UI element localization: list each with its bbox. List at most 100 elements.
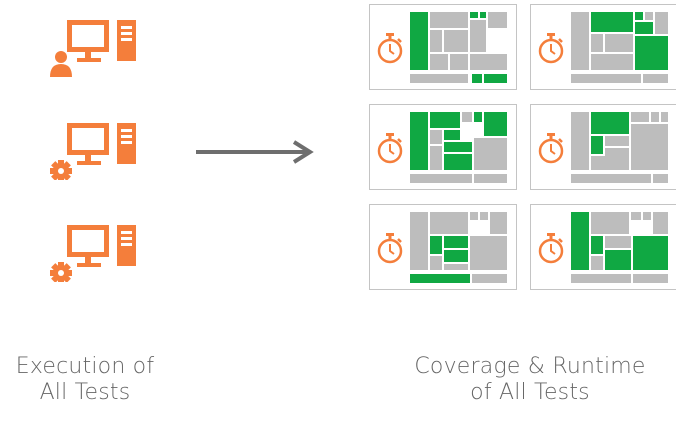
- uncovered-tile: [651, 112, 659, 122]
- uncovered-tile: [410, 212, 428, 270]
- left-caption-line2: All Tests: [39, 380, 131, 405]
- uncovered-tile: [633, 274, 668, 283]
- right-caption-line1: Coverage & Runtime: [414, 354, 646, 379]
- covered-tile: [472, 74, 482, 83]
- uncovered-tile: [430, 30, 442, 52]
- uncovered-tile: [645, 12, 653, 20]
- uncovered-tile: [571, 12, 589, 70]
- covered-tile: [444, 130, 460, 140]
- uncovered-tile: [605, 34, 633, 52]
- stopwatch-icon: [538, 233, 564, 264]
- uncovered-tile: [591, 54, 633, 70]
- uncovered-tile: [430, 12, 468, 28]
- covered-tile: [591, 112, 629, 134]
- computer-automated-icon-2: [47, 222, 142, 282]
- uncovered-tile: [591, 156, 629, 170]
- uncovered-tile: [643, 212, 651, 220]
- uncovered-tile: [430, 256, 442, 270]
- covered-tile: [444, 142, 472, 152]
- uncovered-tile: [470, 20, 486, 52]
- covered-tile: [474, 112, 482, 122]
- uncovered-tile: [430, 54, 448, 70]
- covered-tile: [444, 154, 472, 170]
- covered-tile: [484, 74, 507, 83]
- coverage-treemap: [571, 112, 668, 183]
- covered-tile: [591, 136, 603, 154]
- uncovered-tile: [643, 74, 668, 83]
- right-caption-line2: of All Tests: [470, 380, 590, 405]
- coverage-card-6: [530, 204, 676, 290]
- uncovered-tile: [653, 174, 668, 183]
- covered-tile: [591, 12, 633, 32]
- arrow-right-icon: [196, 140, 316, 164]
- uncovered-tile: [430, 146, 442, 170]
- stopwatch-icon: [377, 133, 403, 164]
- uncovered-tile: [631, 112, 649, 122]
- uncovered-tile: [470, 54, 507, 70]
- covered-tile: [410, 12, 428, 70]
- left-caption-line1: Execution of: [15, 354, 155, 379]
- uncovered-tile: [631, 212, 641, 220]
- covered-tile: [430, 236, 442, 254]
- coverage-card-4: [530, 104, 676, 190]
- coverage-treemap: [410, 12, 507, 83]
- uncovered-tile: [661, 112, 668, 122]
- uncovered-tile: [444, 264, 468, 270]
- uncovered-tile: [571, 174, 651, 183]
- uncovered-tile: [472, 274, 507, 283]
- covered-tile: [480, 12, 486, 18]
- uncovered-tile: [571, 274, 631, 283]
- stopwatch-icon: [377, 233, 403, 264]
- uncovered-tile: [470, 212, 478, 220]
- coverage-card-5: [369, 204, 517, 290]
- covered-tile: [571, 212, 589, 270]
- uncovered-tile: [605, 136, 629, 146]
- uncovered-tile: [591, 34, 603, 52]
- covered-tile: [633, 236, 668, 270]
- uncovered-tile: [430, 212, 468, 234]
- computer-user-icon: [47, 17, 142, 77]
- uncovered-tile: [591, 256, 603, 270]
- uncovered-tile: [410, 174, 472, 183]
- stopwatch-icon: [538, 33, 564, 64]
- covered-tile: [605, 250, 631, 270]
- covered-tile: [410, 274, 470, 283]
- stopwatch-icon: [538, 133, 564, 164]
- uncovered-tile: [605, 148, 629, 156]
- uncovered-tile: [631, 124, 668, 170]
- coverage-treemap: [571, 212, 668, 283]
- covered-tile: [444, 236, 468, 248]
- covered-tile: [635, 22, 653, 34]
- uncovered-tile: [571, 112, 589, 170]
- covered-tile: [410, 112, 428, 170]
- covered-tile: [591, 236, 603, 254]
- left-caption: Execution of All Tests: [0, 354, 170, 406]
- uncovered-tile: [591, 212, 629, 234]
- uncovered-tile: [474, 174, 507, 183]
- coverage-treemap: [571, 12, 668, 83]
- uncovered-tile: [470, 236, 507, 270]
- uncovered-tile: [571, 74, 641, 83]
- covered-tile: [635, 12, 643, 20]
- uncovered-tile: [488, 12, 507, 28]
- uncovered-tile: [490, 212, 507, 234]
- uncovered-tile: [410, 74, 468, 83]
- coverage-card-3: [369, 104, 517, 190]
- uncovered-tile: [430, 130, 442, 144]
- coverage-treemap: [410, 212, 507, 283]
- uncovered-tile: [462, 112, 472, 122]
- uncovered-tile: [444, 30, 468, 52]
- uncovered-tile: [474, 138, 507, 170]
- computer-automated-icon-1: [47, 120, 142, 180]
- stopwatch-icon: [377, 33, 403, 64]
- uncovered-tile: [605, 236, 631, 248]
- coverage-card-2: [530, 4, 676, 90]
- right-caption: Coverage & Runtime of All Tests: [385, 354, 675, 406]
- coverage-card-1: [369, 4, 517, 90]
- coverage-treemap: [410, 112, 507, 183]
- covered-tile: [470, 12, 478, 18]
- covered-tile: [444, 250, 468, 262]
- uncovered-tile: [653, 212, 668, 234]
- uncovered-tile: [655, 12, 668, 34]
- covered-tile: [635, 36, 668, 70]
